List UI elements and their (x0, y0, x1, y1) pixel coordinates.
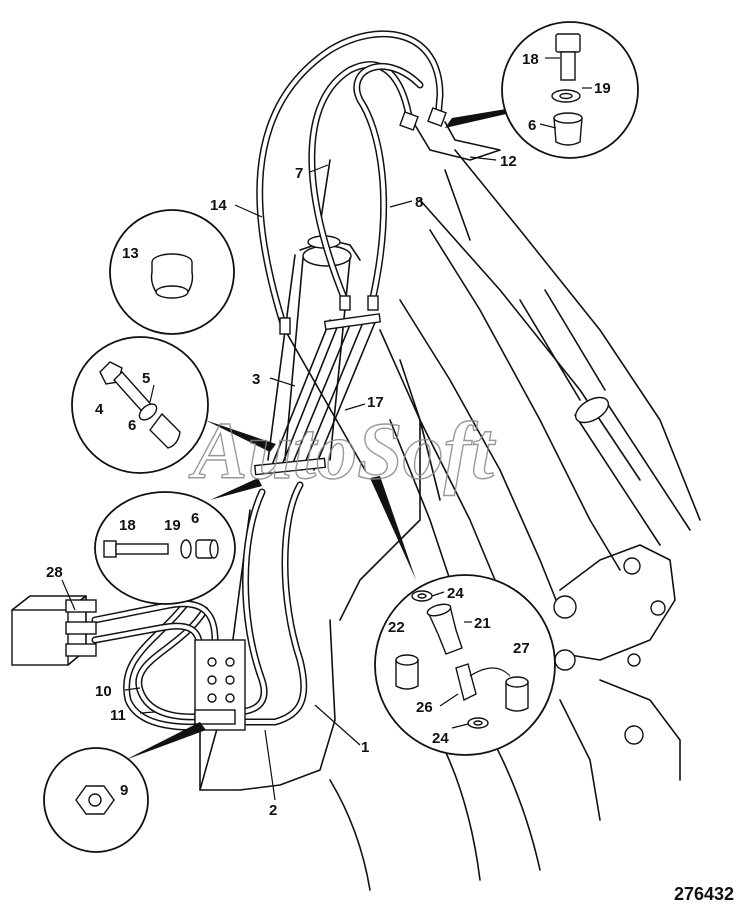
callout-2: 2 (269, 802, 277, 819)
callout-18-top: 18 (522, 51, 539, 68)
callout-21: 21 (474, 615, 491, 632)
hose-fitting (339, 295, 351, 311)
callout-19-top: 19 (594, 80, 611, 97)
ram-collar (574, 396, 610, 424)
nipple-icon (455, 663, 477, 702)
callout-5: 5 (142, 370, 150, 387)
callout-22: 22 (388, 619, 405, 636)
callout-9: 9 (120, 782, 128, 799)
leader-lines (61, 57, 592, 801)
bolt-head-icon (555, 33, 581, 53)
pivot-pin (553, 595, 577, 619)
callout-7: 7 (295, 165, 303, 182)
callout-3: 3 (252, 371, 260, 388)
boom-structure (199, 149, 701, 891)
manifold-block (194, 639, 246, 791)
washer-icon (180, 539, 192, 559)
spacer-icon (149, 412, 181, 449)
callout-8: 8 (415, 194, 423, 211)
callout-4: 4 (95, 401, 104, 418)
detail-bubble-coupling (374, 574, 556, 756)
hose-fitting (279, 317, 291, 335)
detail-bubble-grommet (109, 209, 235, 335)
callout-11: 11 (110, 707, 126, 724)
callout-18-low: 18 (119, 517, 136, 534)
callout-26: 26 (416, 699, 433, 716)
callout-12: 12 (500, 153, 517, 170)
callout-24-top: 24 (447, 585, 464, 602)
valve-port (65, 621, 97, 635)
watermark-text: AutoSoft (188, 405, 496, 496)
callout-10: 10 (95, 683, 112, 700)
pivot-pin (624, 725, 644, 745)
pivot-pin (627, 653, 641, 667)
pivot-pin (554, 649, 576, 671)
callout-24-bottom: 24 (432, 730, 449, 747)
bolt-head-icon (103, 540, 117, 558)
valve-port (65, 643, 97, 657)
detail-bubble-bolt-top (501, 21, 639, 159)
callout-28: 28 (46, 564, 63, 581)
washer-icon (138, 403, 158, 421)
reference-number: 276432 (674, 884, 734, 904)
callout-6-mid: 6 (128, 417, 136, 434)
callout-13: 13 (122, 245, 139, 262)
callout-14: 14 (210, 197, 227, 214)
bolt-shank-icon (115, 543, 169, 555)
callout-1: 1 (361, 739, 369, 756)
detail-bubble-bolt-low (94, 491, 236, 605)
hoses (91, 30, 501, 731)
hose-clamp (323, 313, 382, 331)
manifold-fitting (194, 709, 236, 725)
detail-bubble-nut (43, 747, 149, 853)
callout-6-top: 6 (528, 117, 536, 134)
dust-cap-icon (505, 681, 529, 712)
hose-fitting (367, 295, 379, 311)
hose-clamp (254, 457, 327, 476)
control-valve-block (11, 595, 97, 666)
spacer-icon (553, 117, 583, 146)
detail-bubble-bolt-mid (71, 336, 209, 474)
callout-labels: 1 2 3 4 5 6 6 6 7 8 9 10 11 12 13 14 17 … (46, 51, 611, 819)
valve-body (11, 609, 69, 666)
hose-fitting (427, 107, 447, 127)
callout-27: 27 (513, 640, 530, 657)
callout-17: 17 (367, 394, 384, 411)
callout-6-low: 6 (191, 510, 199, 527)
pivot-pin (650, 600, 666, 616)
valve-port (65, 599, 97, 613)
hose-fitting (399, 111, 419, 131)
pivot-pin (623, 557, 641, 575)
dust-cap-icon (395, 659, 419, 690)
bolt-shank-icon (560, 51, 576, 81)
callout-19-low: 19 (164, 517, 181, 534)
